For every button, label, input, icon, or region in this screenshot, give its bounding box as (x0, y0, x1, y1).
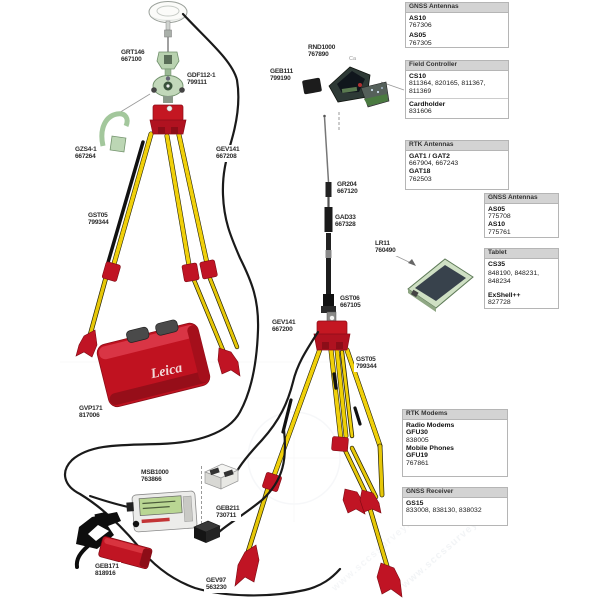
svg-text:Leica: Leica (148, 361, 183, 383)
svg-text:Ca: Ca (349, 56, 357, 62)
